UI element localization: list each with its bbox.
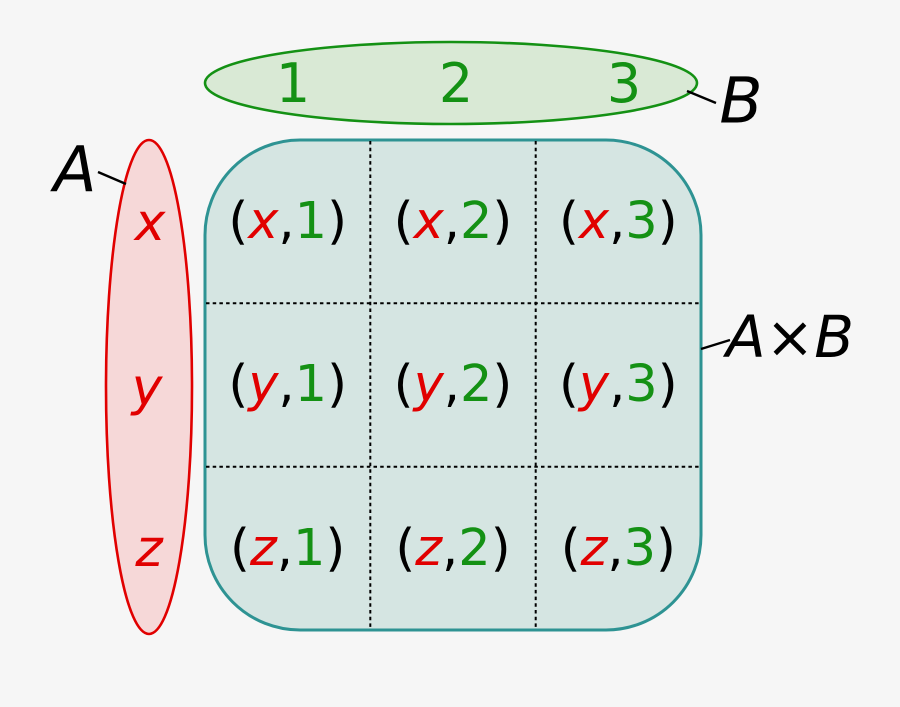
pair-letter: y [413, 355, 444, 415]
pair-number: 1 [294, 355, 328, 415]
pair-comma: , [278, 355, 295, 415]
close-paren: ) [327, 192, 347, 252]
open-paren: ( [230, 518, 250, 578]
label-a-connector-line [97, 170, 127, 186]
pair-letter: x [248, 192, 279, 252]
ordered-pairs-grid: (x,1)(x,2)(x,3)(y,1)(y,2)(y,3)(z,1)(z,2)… [205, 140, 701, 630]
pair-comma: , [276, 518, 293, 578]
set-a-element-y: y [131, 358, 163, 418]
pair-comma: , [609, 355, 626, 415]
pair-number: 3 [625, 192, 658, 252]
pair-number: 2 [458, 518, 491, 578]
pair-comma: , [609, 192, 626, 252]
open-paren: ( [393, 355, 414, 415]
set-a-ellipse [104, 138, 194, 636]
pair-cell-x-3: (x,3) [536, 140, 701, 303]
set-a-element-z: z [135, 519, 163, 579]
pair-letter: z [580, 518, 608, 578]
pair-comma: , [278, 192, 295, 252]
close-paren: ) [327, 355, 347, 415]
pair-number: 1 [294, 192, 328, 252]
set-b-element-3: 3 [606, 52, 642, 115]
pair-letter: y [248, 355, 279, 415]
pair-number: 3 [623, 518, 657, 578]
pair-letter: z [249, 518, 277, 578]
close-paren: ) [657, 192, 678, 252]
pair-letter: z [415, 518, 443, 578]
pair-comma: , [442, 518, 459, 578]
pair-cell-z-1: (z,1) [205, 467, 370, 630]
pair-letter: y [578, 355, 610, 415]
close-paren: ) [325, 518, 346, 578]
pair-number: 2 [459, 355, 493, 415]
pair-cell-y-2: (y,2) [370, 303, 535, 466]
close-paren: ) [492, 192, 513, 252]
open-paren: ( [395, 518, 416, 578]
close-paren: ) [490, 518, 511, 578]
pair-comma: , [443, 192, 460, 252]
pair-comma: , [607, 518, 624, 578]
pair-number: 2 [459, 192, 493, 252]
open-paren: ( [558, 192, 579, 252]
open-paren: ( [228, 355, 249, 415]
pair-comma: , [443, 355, 460, 415]
label-axb-connector-line [700, 338, 731, 351]
open-paren: ( [560, 518, 581, 578]
pair-cell-z-3: (z,3) [536, 467, 701, 630]
open-paren: ( [228, 192, 249, 252]
open-paren: ( [393, 192, 414, 252]
set-b-label: B [719, 64, 763, 138]
product-set-label: A×B [725, 303, 855, 371]
set-a-element-x: x [134, 193, 166, 253]
pair-cell-x-2: (x,2) [370, 140, 535, 303]
close-paren: ) [657, 355, 678, 415]
pair-letter: x [578, 192, 610, 252]
set-b-ellipse [203, 40, 699, 126]
set-b-element-2: 2 [438, 52, 474, 115]
pair-letter: x [413, 192, 444, 252]
set-b-element-1: 1 [275, 52, 311, 115]
pair-cell-x-1: (x,1) [205, 140, 370, 303]
pair-cell-z-2: (z,2) [370, 467, 535, 630]
pair-cell-y-1: (y,1) [205, 303, 370, 466]
label-b-connector-line [686, 89, 717, 105]
pair-cell-y-3: (y,3) [536, 303, 701, 466]
pair-number: 3 [625, 355, 658, 415]
pair-number: 1 [292, 518, 326, 578]
set-a-label: A [53, 133, 97, 207]
product-set-region [203, 138, 703, 632]
close-paren: ) [492, 355, 513, 415]
open-paren: ( [558, 355, 579, 415]
close-paren: ) [656, 518, 676, 578]
